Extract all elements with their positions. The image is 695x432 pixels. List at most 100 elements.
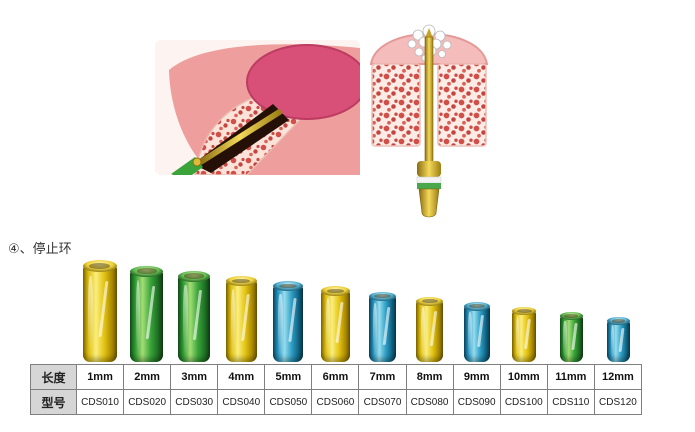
length-cell: 1mm	[75, 364, 125, 390]
model-cell: CDS100	[499, 389, 548, 415]
stopper-highlight	[278, 293, 283, 353]
stopper-highlight	[373, 302, 378, 355]
stopper-8mm	[416, 296, 444, 362]
stopper-highlight	[420, 307, 425, 355]
stopper-slit	[571, 323, 578, 351]
stopper-highlight	[610, 325, 615, 358]
stopper-cap	[225, 276, 257, 286]
model-cell: CDS070	[358, 389, 407, 415]
stopper-cap	[321, 286, 350, 296]
stopper-row	[76, 260, 642, 362]
length-cell: 12mm	[593, 364, 643, 390]
model-header: 型号	[30, 389, 77, 415]
model-cell: CDS060	[311, 389, 360, 415]
stopper-slit	[524, 319, 531, 349]
model-cell: CDS050	[264, 389, 313, 415]
length-cell: 4mm	[217, 364, 266, 390]
stopper-slot	[218, 260, 265, 362]
stopper-10mm	[511, 307, 537, 362]
stopper-slit	[240, 293, 250, 341]
instrument-collar	[417, 161, 441, 177]
length-cell: 5mm	[264, 364, 313, 390]
length-header: 长度	[30, 364, 77, 390]
stopper-slot	[76, 260, 123, 362]
instrument-shaft	[424, 36, 434, 164]
stopper-cap	[559, 312, 584, 320]
instrument-grip	[418, 188, 440, 218]
stopper-highlight	[468, 311, 473, 356]
stopper-slit	[146, 285, 156, 339]
stopper-cap	[464, 301, 490, 311]
stopper-3mm	[177, 270, 210, 362]
model-cell: CDS030	[170, 389, 219, 415]
length-cell: 6mm	[311, 364, 360, 390]
stopper-7mm	[368, 291, 397, 362]
instrument-tip	[425, 28, 433, 38]
model-cell: CDS040	[217, 389, 266, 415]
stopper-highlight	[230, 289, 236, 353]
drill-shaft	[197, 108, 283, 166]
stopper-slot	[406, 260, 453, 362]
stopper-cap	[416, 296, 444, 306]
stopper-slot	[453, 260, 500, 362]
stopper-6mm	[321, 286, 350, 362]
length-cell: 10mm	[499, 364, 548, 390]
stopper-slit	[477, 314, 484, 348]
length-cell: 2mm	[123, 364, 172, 390]
model-cell: CDS120	[593, 389, 643, 415]
root-canal-illustration	[155, 40, 360, 175]
stopper-slit	[618, 327, 625, 352]
model-cell: CDS110	[546, 389, 595, 415]
length-cell: 3mm	[170, 364, 219, 390]
model-cell: CDS020	[123, 389, 172, 415]
stopper-cap	[273, 281, 304, 291]
stopper-slot	[170, 260, 217, 362]
length-cell: 9mm	[452, 364, 501, 390]
stopper-slot	[123, 260, 170, 362]
stopper-highlight	[183, 284, 188, 352]
model-cell: CDS080	[405, 389, 454, 415]
stopper-slot	[501, 260, 548, 362]
instrument-band-white	[416, 176, 442, 184]
stopper-9mm	[464, 301, 490, 362]
stopper-slot	[548, 260, 595, 362]
stopper-12mm	[607, 317, 630, 362]
drill-collar	[192, 157, 202, 167]
stopper-slit	[382, 306, 391, 345]
stopper-slit	[335, 302, 344, 344]
stopper-highlight	[135, 280, 141, 352]
stopper-slit	[98, 281, 109, 338]
length-cell: 8mm	[405, 364, 454, 390]
stopper-slit	[287, 298, 297, 343]
length-cell: 7mm	[358, 364, 407, 390]
stopper-slot	[312, 260, 359, 362]
stopper-cap	[130, 265, 164, 277]
stopper-highlight	[563, 320, 567, 357]
stopper-highlight	[515, 316, 520, 356]
stopper-cap	[511, 307, 537, 315]
stopper-slot	[595, 260, 642, 362]
stopper-11mm	[559, 312, 584, 362]
stopper-2mm	[130, 265, 164, 362]
stopper-5mm	[273, 281, 304, 362]
canal-opening	[246, 44, 360, 120]
stopper-slit	[429, 310, 438, 347]
stopper-slot	[359, 260, 406, 362]
instrument-band-green	[417, 183, 441, 189]
section-label: ④、停止环	[8, 241, 72, 256]
stopper-slot	[265, 260, 312, 362]
stopper-cap	[368, 291, 397, 301]
model-cell: CDS090	[452, 389, 501, 415]
model-cell: CDS010	[75, 389, 125, 415]
bone-graft-illustration	[369, 24, 489, 218]
stopper-cap	[607, 317, 630, 325]
bone-block-right	[437, 63, 487, 147]
stopper-1mm	[82, 260, 117, 362]
stopper-cap	[177, 270, 210, 282]
stopper-cap	[82, 260, 117, 272]
stopper-slit	[193, 289, 203, 340]
